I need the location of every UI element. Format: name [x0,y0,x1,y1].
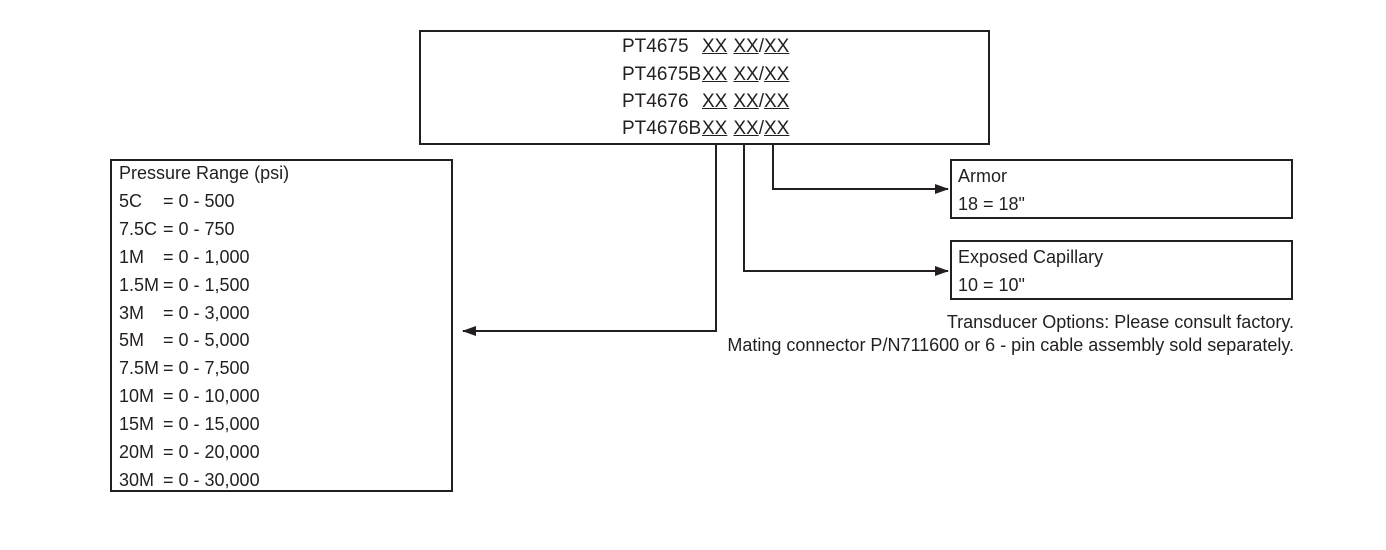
armor-box: Armor 18 = 18" [950,159,1293,219]
code-field: XX [764,36,790,57]
code-field: XX [702,64,728,85]
pressure-row: 10M = 0 - 10,000 [119,386,260,407]
armor-value: 18 = 18" [958,194,1025,214]
pressure-value: = 0 - 3,000 [163,303,250,323]
pressure-connector-arrow [462,145,717,336]
pressure-value: = 0 - 15,000 [163,414,260,434]
pressure-value: = 0 - 1,000 [163,247,250,267]
code-field: XX [733,118,759,139]
pressure-range-box: Pressure Range (psi) 5C= 0 - 500 7.5C= 0… [110,159,453,492]
code-field: XX [764,91,790,112]
pressure-row: 20M = 0 - 20,000 [119,442,260,463]
pressure-row: 5M = 0 - 5,000 [119,330,250,351]
pressure-value: = 0 - 20,000 [163,442,260,462]
exposed-capillary-box: Exposed Capillary 10 = 10" [950,240,1293,300]
pressure-value: = 0 - 10,000 [163,386,260,406]
code-field: XX [733,64,759,85]
slash: / [758,64,764,85]
part-number: PT4676B [622,118,702,139]
code-field: XX [702,91,728,112]
pressure-row: 7.5M= 0 - 7,500 [119,358,250,379]
pressure-value: = 0 - 30,000 [163,470,260,490]
pressure-code: 5C [119,191,143,211]
code-field: XX [764,64,790,85]
pressure-code: 20M [119,442,155,462]
pressure-value: = 0 - 1,500 [163,275,250,295]
pressure-code: 1.5M [119,275,160,295]
mating-connector-note: Mating connector P/N711600 or 6 - pin ca… [727,335,1294,355]
pressure-row: 3M = 0 - 3,000 [119,303,250,324]
pressure-code: 10M [119,386,155,406]
exposed-capillary-title: Exposed Capillary [958,247,1104,267]
pressure-code: 3M [119,303,145,323]
pressure-range-title: Pressure Range (psi) [119,163,290,183]
code-field: XX [733,36,759,57]
pressure-code: 15M [119,414,155,434]
pressure-code: 5M [119,330,145,350]
pressure-value: = 0 - 7,500 [163,358,250,378]
part-number: PT4675B [622,64,702,85]
pressure-row: 1M = 0 - 1,000 [119,247,250,268]
armor-connector-arrow [772,145,949,194]
code-field: XX [764,118,790,139]
pressure-code: 7.5C [119,219,158,239]
pressure-code: 7.5M [119,358,160,378]
pressure-row: 5C = 0 - 500 [119,191,235,212]
part-number: PT4675 [622,36,689,57]
capillary-connector-arrow [743,145,949,276]
code-field: XX [733,91,759,112]
part-number: PT4676 [622,91,689,112]
slash: / [758,118,764,139]
pressure-code: 1M [119,247,145,267]
pressure-row: 7.5C= 0 - 750 [119,219,235,240]
pressure-row: 15M = 0 - 15,000 [119,414,260,435]
pressure-value: = 0 - 750 [163,219,235,239]
pressure-row: 30M = 0 - 30,000 [119,470,260,491]
exposed-capillary-value: 10 = 10" [958,275,1025,295]
slash: / [758,36,764,57]
code-field: XX [702,36,728,57]
pressure-value: = 0 - 5,000 [163,330,250,350]
armor-title: Armor [958,166,1007,186]
pressure-code: 30M [119,470,155,490]
code-field: XX [702,118,728,139]
transducer-options-note: Transducer Options: Please consult facto… [946,312,1294,332]
pressure-row: 1.5M= 0 - 1,500 [119,275,250,296]
pressure-value: = 0 - 500 [163,191,235,211]
slash: / [758,91,764,112]
